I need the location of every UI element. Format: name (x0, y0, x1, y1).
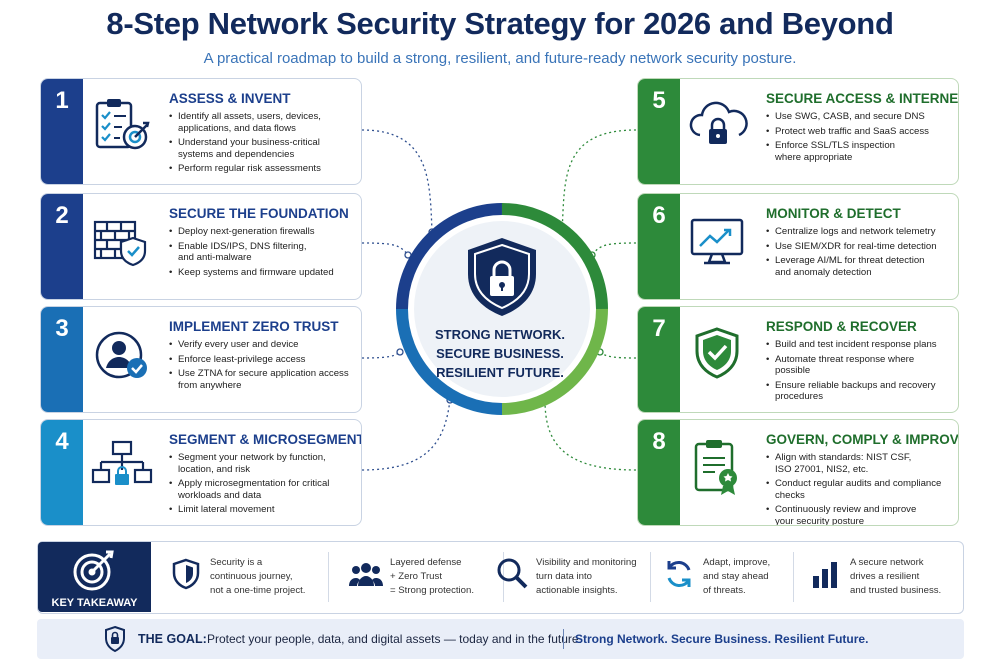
divider (328, 552, 329, 602)
step-card-3: 3 IMPLEMENT ZERO TRUST Verify every user… (40, 306, 362, 413)
bullet: Use SWG, CASB, and secure DNS (766, 111, 956, 123)
bullet: Limit lateral movement (169, 504, 359, 516)
step-card-1: 1 ASSESS & INVENT Identify all assets, u… (40, 78, 362, 185)
bullet: Segment your network by function,locatio… (169, 452, 359, 475)
checklist-target-icon (95, 99, 150, 150)
shield-icon (172, 558, 200, 590)
magnifier-icon (497, 558, 528, 589)
step-card-2: 2 SECURE THE FOUNDATION Deploy next-gene… (40, 193, 362, 300)
step-heading: SECURE THE FOUNDATION (169, 206, 349, 221)
takeaway-text: Layered defense+ Zero Trust= Strong prot… (390, 557, 474, 596)
step-card-7: 7 RESPOND & RECOVER Build and test incid… (637, 306, 959, 413)
goal-slogan: Strong Network. Secure Business. Resilie… (575, 632, 869, 646)
step-heading: SECURE ACCESS & INTERNET (766, 91, 959, 106)
step-bullets: Segment your network by function,locatio… (169, 452, 359, 519)
goal-label: THE GOAL: (138, 632, 207, 646)
step-heading: GOVERN, COMPLY & IMPROVE (766, 432, 959, 447)
bullet: Align with standards: NIST CSF,ISO 27001… (766, 452, 956, 475)
refresh-icon (667, 561, 691, 587)
bullet: Apply microsegmentation for criticalwork… (169, 478, 359, 501)
step-card-8: 8 GOVERN, COMPLY & IMPROVE Align with st… (637, 419, 959, 526)
target-icon (73, 550, 114, 591)
step-bullets: Centralize logs and network telemetry Us… (766, 226, 956, 281)
step-bullets: Align with standards: NIST CSF,ISO 27001… (766, 452, 956, 525)
step-number: 1 (41, 79, 83, 184)
certificate-clipboard-icon (694, 440, 737, 495)
step-bullets: Deploy next-generation firewalls Enable … (169, 226, 359, 281)
step-heading: IMPLEMENT ZERO TRUST (169, 319, 339, 334)
monitor-chart-icon (690, 218, 744, 265)
shield-icon (105, 625, 125, 653)
user-verified-icon (95, 331, 147, 379)
step-card-5: 5 SECURE ACCESS & INTERNET Use SWG, CASB… (637, 78, 959, 185)
step-heading: ASSESS & INVENT (169, 91, 291, 106)
central-hub (396, 203, 608, 415)
divider (563, 629, 564, 649)
step-bullets: Use SWG, CASB, and secure DNS Protect we… (766, 111, 956, 166)
step-number: 2 (41, 194, 83, 299)
network-segment-icon (91, 440, 153, 485)
bullet: Use SIEM/XDR for real-time detection (766, 241, 956, 253)
bullet: Perform regular risk assessments (169, 163, 359, 175)
bullet: Identify all assets, users, devices,appl… (169, 111, 359, 134)
step-number: 8 (638, 420, 680, 525)
bullet: Ensure reliable backups and recoveryproc… (766, 380, 956, 403)
step-card-6: 6 MONITOR & DETECT Centralize logs and n… (637, 193, 959, 300)
step-heading: RESPOND & RECOVER (766, 319, 917, 334)
bullet: Protect web traffic and SaaS access (766, 126, 956, 138)
goal-text: Protect your people, data, and digital a… (207, 632, 582, 646)
step-number: 7 (638, 307, 680, 412)
step-heading: MONITOR & DETECT (766, 206, 901, 221)
step-number: 4 (41, 420, 83, 525)
bullet: Use ZTNA for secure application accessfr… (169, 368, 359, 391)
key-takeaway-badge: KEY TAKEAWAY (38, 542, 151, 612)
bullet: Enable IDS/IPS, DNS filtering,and anti-m… (169, 241, 359, 264)
bullet: Deploy next-generation firewalls (169, 226, 359, 238)
step-bullets: Identify all assets, users, devices,appl… (169, 111, 359, 178)
page-title: 8-Step Network Security Strategy for 202… (106, 6, 894, 41)
bullet: Enforce least-privilege access (169, 354, 359, 366)
people-icon (349, 563, 383, 586)
bullet: Centralize logs and network telemetry (766, 226, 956, 238)
cloud-lock-icon (689, 101, 748, 144)
bullet: Verify every user and device (169, 339, 359, 351)
step-number: 6 (638, 194, 680, 299)
bar-chart-icon (813, 562, 837, 588)
step-bullets: Build and test incident response plans A… (766, 339, 956, 406)
bullet: Conduct regular audits and complianceche… (766, 478, 956, 501)
bullet: Understand your business-criticalsystems… (169, 137, 359, 160)
shield-check-icon (695, 327, 739, 379)
firewall-shield-icon (93, 220, 147, 267)
divider (650, 552, 651, 602)
key-takeaway-label: KEY TAKEAWAY (51, 597, 138, 609)
step-bullets: Verify every user and device Enforce lea… (169, 339, 359, 394)
hub-text: STRONG NETWORK. SECURE BUSINESS. RESILIE… (435, 327, 565, 380)
goal-bar: THE GOAL: Protect your people, data, and… (37, 619, 964, 659)
step-heading: SEGMENT & MICROSEGMENT (169, 432, 362, 447)
divider (793, 552, 794, 602)
page-subtitle: A practical roadmap to build a strong, r… (203, 50, 797, 67)
step-number: 3 (41, 307, 83, 412)
bullet: Keep systems and firmware updated (169, 267, 359, 279)
step-number: 5 (638, 79, 680, 184)
step-card-4: 4 SEGMENT & MICROSEGMENT Segment your ne… (40, 419, 362, 526)
bullet: Build and test incident response plans (766, 339, 956, 351)
